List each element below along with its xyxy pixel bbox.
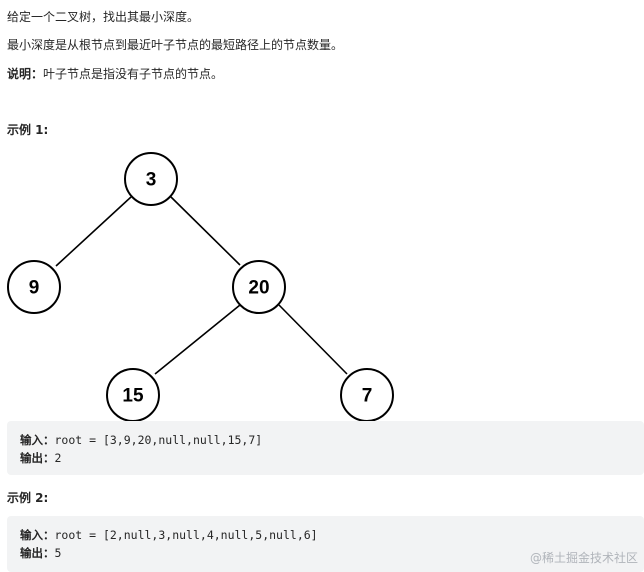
edge-3-20 [170, 196, 241, 266]
input-value: root = [3,9,20,null,null,15,7] [54, 433, 263, 447]
example-2-output: 输出：5 [20, 546, 61, 560]
output-value: 2 [54, 451, 62, 465]
edge-20-7 [278, 304, 348, 375]
problem-note: 说明：叶子节点是指没有子节点的节点。 [7, 66, 223, 82]
example-1-output: 输出：2 [20, 451, 61, 465]
tree-node-3 [124, 152, 178, 206]
example-1-code-block: 输入：root = [3,9,20,null,null,15,7] 输出：2 [7, 421, 644, 475]
node-label: 7 [362, 386, 373, 407]
node-label: 20 [248, 278, 269, 299]
example-1-title: 示例 1: [7, 123, 49, 137]
input-value: root = [2,null,3,null,4,null,5,null,6] [54, 528, 318, 542]
example-2-code-block: 输入：root = [2,null,3,null,4,null,5,null,6… [7, 516, 644, 572]
node-label: 9 [29, 278, 40, 299]
watermark: @稀土掘金技术社区 [529, 551, 638, 565]
problem-statement: 给定一个二叉树，找出其最小深度。 [7, 10, 200, 24]
node-label: 3 [146, 170, 157, 191]
edge-20-15 [154, 304, 241, 375]
input-label: 输入： [20, 528, 55, 542]
output-label: 输出： [20, 451, 55, 465]
edge-3-9 [55, 196, 132, 267]
note-label: 说明： [7, 67, 44, 81]
tree-node-9 [7, 260, 61, 314]
tree-node-20 [232, 260, 286, 314]
output-value: 5 [54, 546, 62, 560]
note-text: 叶子节点是指没有子节点的节点。 [43, 67, 224, 81]
binary-tree-diagram: 3 9 20 15 7 [7, 152, 394, 422]
example-2-title: 示例 2: [7, 491, 49, 505]
problem-definition: 最小深度是从根节点到最近叶子节点的最短路径上的节点数量。 [7, 38, 344, 52]
example-2-input: 输入：root = [2,null,3,null,4,null,5,null,6… [20, 528, 318, 542]
node-label: 15 [122, 386, 144, 407]
output-label: 输出： [20, 546, 55, 560]
input-label: 输入： [20, 433, 55, 447]
example-1-input: 输入：root = [3,9,20,null,null,15,7] [20, 433, 262, 447]
